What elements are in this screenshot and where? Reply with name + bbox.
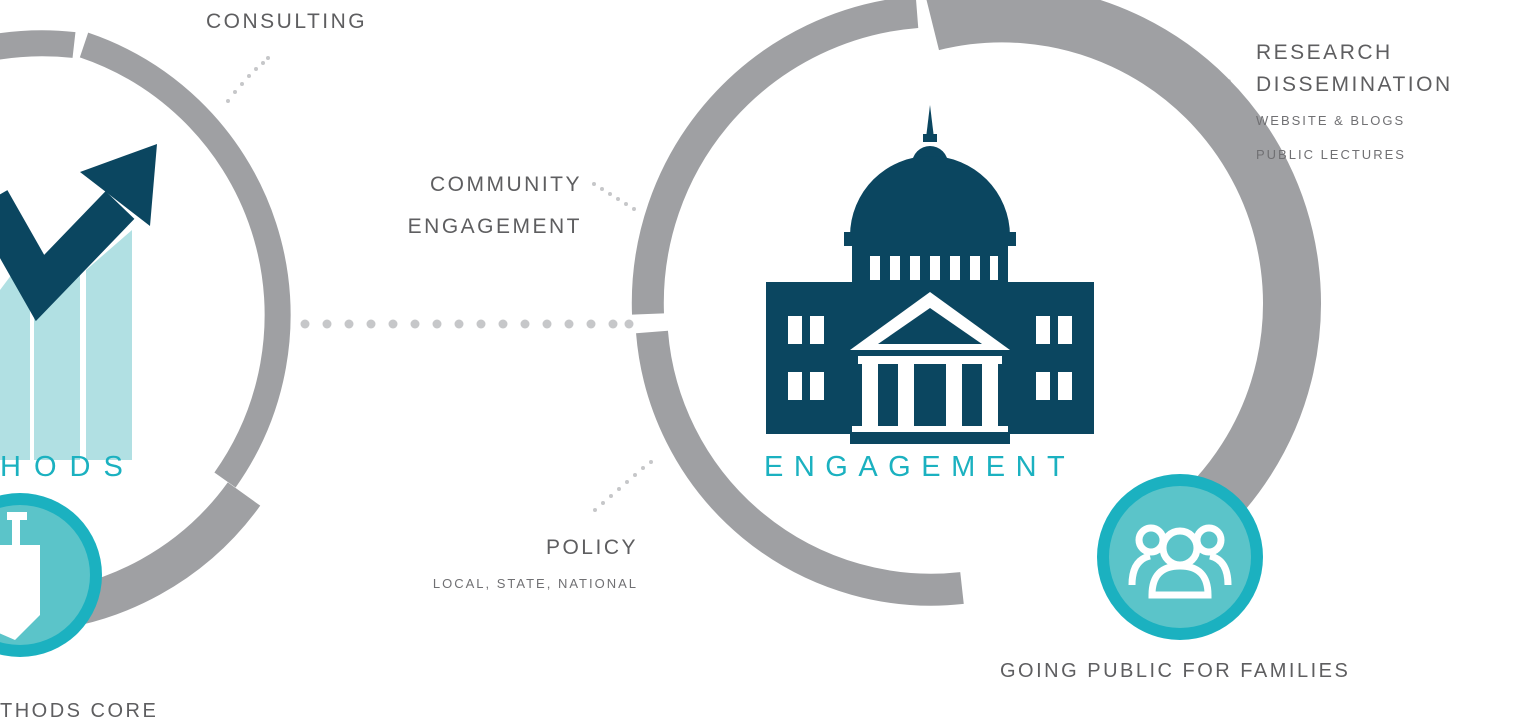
consulting-label: CONSULTING bbox=[206, 10, 368, 33]
people-group-icon bbox=[1128, 524, 1232, 599]
left-ring-segment-top bbox=[0, 30, 76, 60]
people-badge bbox=[1097, 474, 1263, 640]
right-ring-segment-bottom bbox=[636, 330, 964, 606]
hub-connector bbox=[300, 319, 634, 329]
community-line-2: ENGAGEMENT bbox=[407, 215, 582, 238]
research-item-lectures: PUBLIC LECTURES bbox=[1256, 147, 1406, 162]
shovel-icon bbox=[0, 512, 40, 640]
right-hub-title: ENGAGEMENT bbox=[764, 451, 1076, 483]
research-item-website: WEBSITE & BLOGS bbox=[1256, 113, 1406, 128]
right-ring-segment-right bbox=[926, 0, 1321, 553]
community-line-1: COMMUNITY bbox=[430, 173, 582, 196]
right-hub bbox=[631, 0, 1321, 640]
left-hub bbox=[0, 30, 291, 657]
trend-chart-icon bbox=[0, 144, 157, 460]
policy-sublabel: LOCAL, STATE, NATIONAL bbox=[432, 576, 638, 591]
shovel-badge bbox=[0, 493, 102, 657]
community-engagement-label: COMMUNITY ENGAGEMENT bbox=[350, 164, 582, 248]
left-hub-title: HODS bbox=[0, 451, 136, 483]
policy-label: POLICY bbox=[545, 536, 638, 559]
left-ring-segment-right bbox=[79, 32, 291, 488]
research-line-2: DISSEMINATION bbox=[1256, 73, 1453, 96]
left-hub-caption: THODS CORE bbox=[0, 700, 159, 722]
research-dissemination-label: RESEARCH DISSEMINATION bbox=[1256, 37, 1453, 101]
right-ring-segment-top bbox=[631, 0, 919, 315]
going-public-label: GOING PUBLIC FOR FAMILIES bbox=[1000, 660, 1351, 682]
research-line-1: RESEARCH bbox=[1256, 41, 1393, 64]
